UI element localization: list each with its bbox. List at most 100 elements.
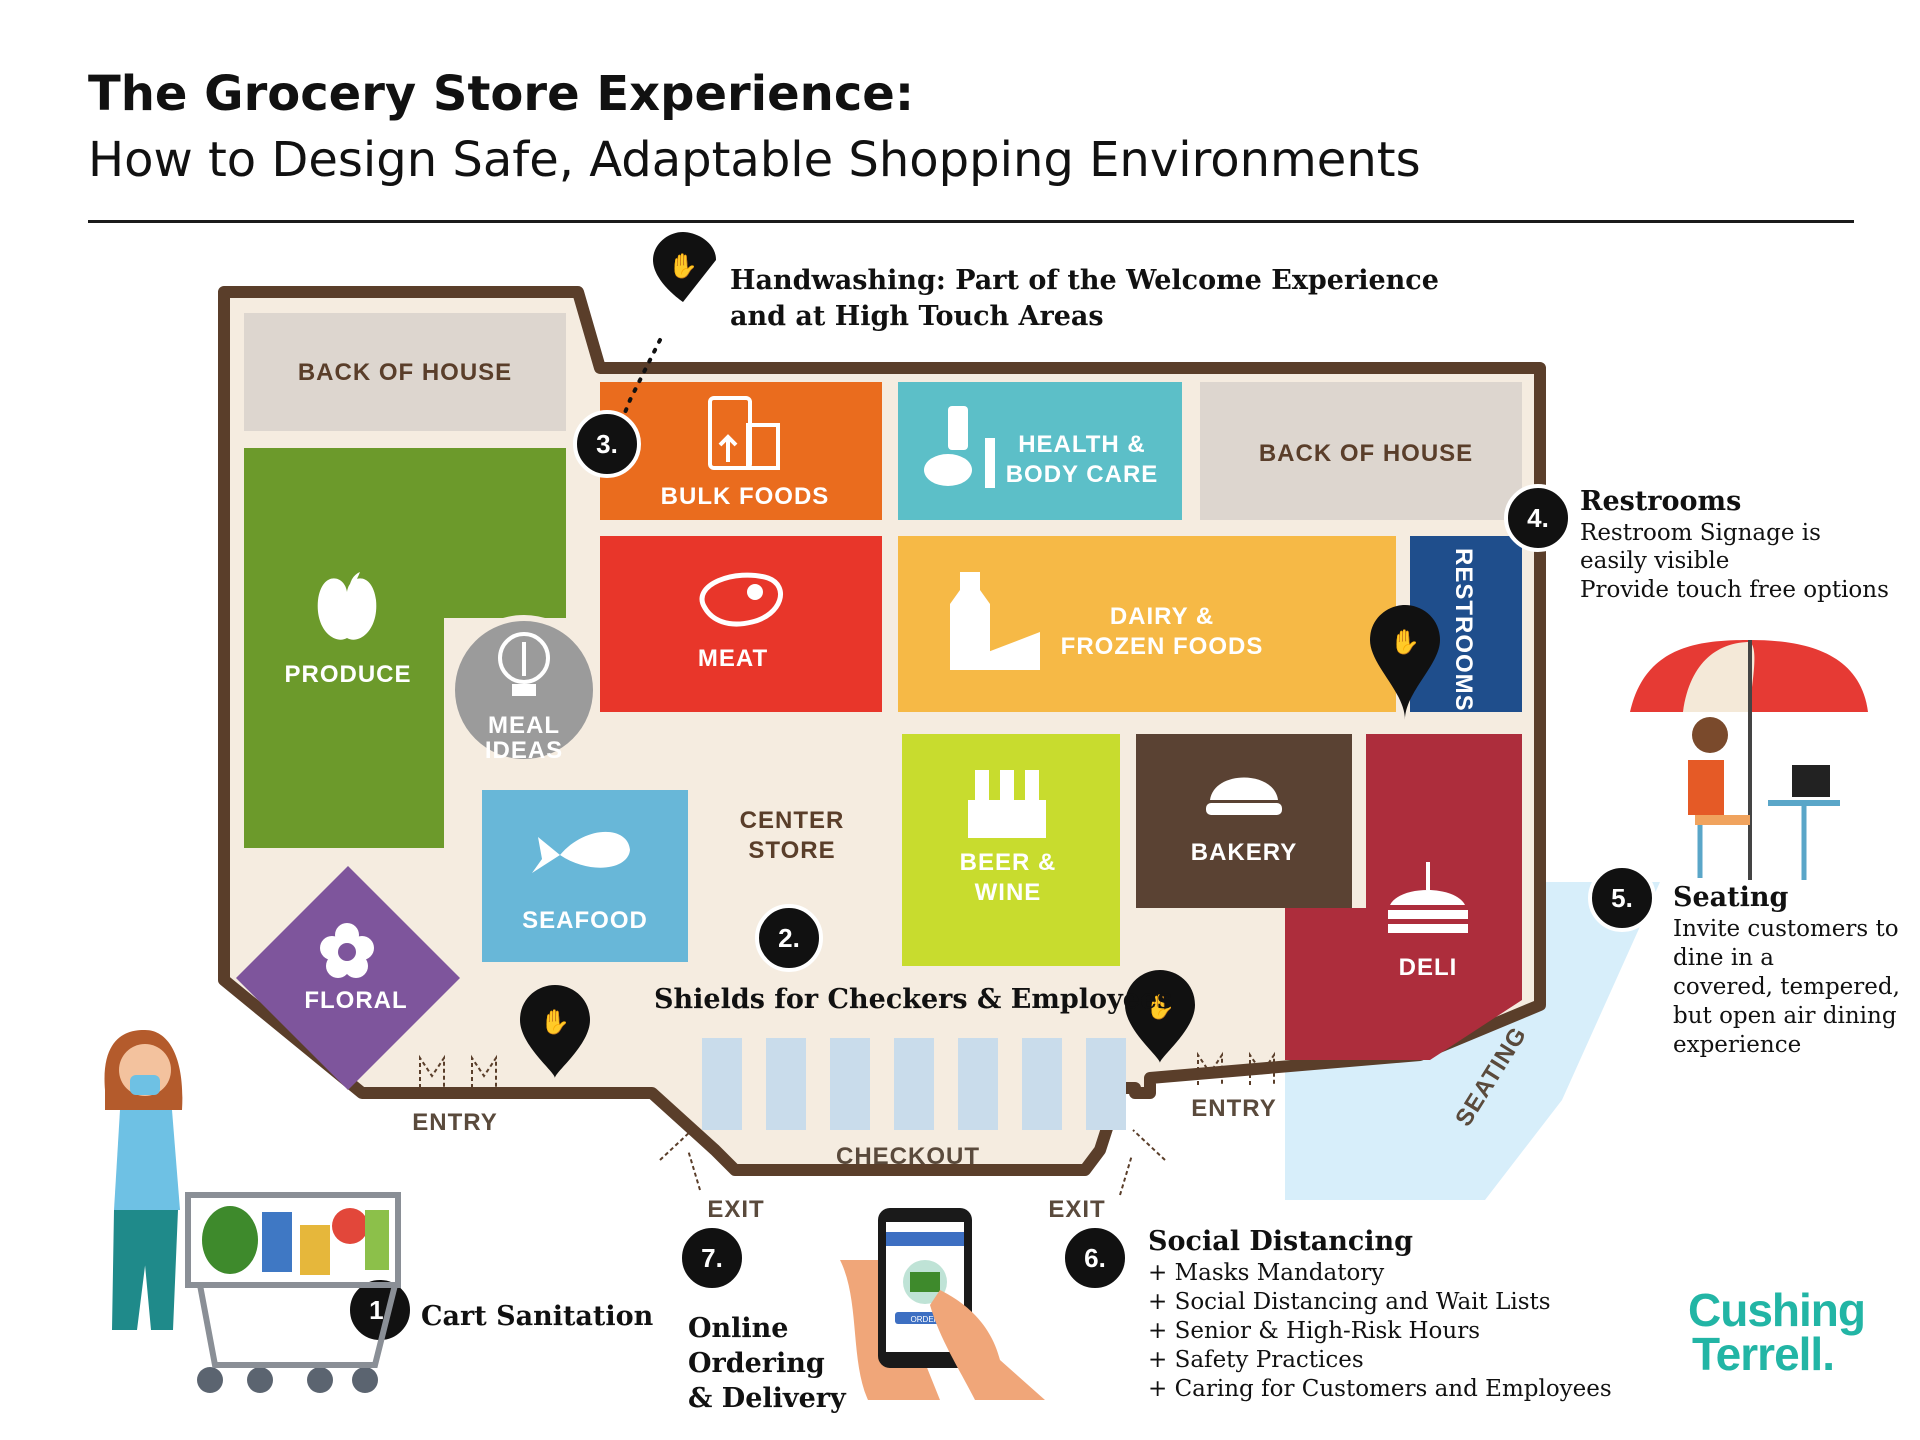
seating-area xyxy=(1285,882,1660,1200)
handwashing-leader xyxy=(618,338,662,427)
center-store-line1: CENTER xyxy=(740,807,845,834)
restrooms-line2: easily visible xyxy=(1580,548,1729,574)
social-item-4: + Safety Practices xyxy=(1148,1347,1364,1373)
marker-7-number: 7. xyxy=(701,1243,723,1273)
fish-icon xyxy=(532,831,630,873)
cart-sanitation-title: Cart Sanitation xyxy=(421,1301,654,1332)
beer-wine-line1: BEER & xyxy=(960,849,1057,876)
shields-title: Shields for Checkers & Employees xyxy=(654,984,1172,1015)
online-line3: & Delivery xyxy=(688,1383,847,1414)
bulk-foods-label: BULK FOODS xyxy=(661,483,830,510)
health-label-line1: HEALTH & xyxy=(1018,431,1146,458)
beer-wine-line2: WINE xyxy=(975,879,1042,906)
meat-label: MEAT xyxy=(698,645,768,672)
social-item-5: + Caring for Customers and Employees xyxy=(1148,1376,1612,1402)
marker-3-number: 3. xyxy=(596,429,618,459)
bulk-foods-zone xyxy=(600,382,882,520)
handwashing-title-line2: and at High Touch Areas xyxy=(730,301,1104,332)
produce-label: PRODUCE xyxy=(284,661,411,688)
health-label-line2: BODY CARE xyxy=(1006,461,1159,488)
hand-water-icon: ✋ xyxy=(540,1008,570,1036)
hand-water-icon: ✋ xyxy=(1145,993,1175,1021)
marker-6-number: 6. xyxy=(1084,1243,1106,1273)
marker-4-number: 4. xyxy=(1527,503,1549,533)
logo-line1: Cushing xyxy=(1688,1284,1866,1336)
header-divider xyxy=(88,220,1854,223)
handwashing-title-line1: Handwashing: Part of the Welcome Experie… xyxy=(730,265,1439,296)
meal-ideas-line2: IDEAS xyxy=(485,737,563,764)
seating-line3: covered, tempered, xyxy=(1673,974,1900,1000)
entry-left-label: ENTRY xyxy=(412,1109,497,1136)
health-body-care-zone xyxy=(898,382,1182,520)
hand-water-icon: ✋ xyxy=(1390,628,1420,656)
handwashing-pin-top: ✋ xyxy=(653,232,716,302)
apple-icon xyxy=(317,572,377,640)
lightbulb-fork-icon xyxy=(498,632,550,696)
exit-left-label: EXIT xyxy=(707,1196,764,1223)
online-line1: Online xyxy=(688,1313,788,1344)
dairy-label-line1: DAIRY & xyxy=(1110,603,1214,630)
seating-line4: but open air dining xyxy=(1673,1003,1897,1029)
meal-ideas-line1: MEAL xyxy=(488,712,560,739)
exit-door-right xyxy=(1119,1129,1166,1196)
back-of-house-left-label: BACK OF HOUSE xyxy=(298,359,512,386)
floral-zone xyxy=(236,866,460,1090)
seafood-zone xyxy=(482,790,688,962)
entry-right-label: ENTRY xyxy=(1191,1095,1276,1122)
seating-title: Seating xyxy=(1673,882,1789,913)
page-subtitle: How to Design Safe, Adaptable Shopping E… xyxy=(88,132,1421,188)
social-item-2: + Social Distancing and Wait Lists xyxy=(1148,1289,1551,1315)
bottles-icon xyxy=(968,770,1046,838)
back-of-house-right-label: BACK OF HOUSE xyxy=(1259,440,1473,467)
back-of-house-right xyxy=(1200,382,1522,520)
social-item-1: + Masks Mandatory xyxy=(1148,1260,1384,1286)
exit-right-label: EXIT xyxy=(1048,1196,1105,1223)
cushing-terrell-logo: Cushing Terrell. xyxy=(1688,1284,1866,1380)
entry-door-left xyxy=(419,1054,497,1088)
bakery-label: BAKERY xyxy=(1191,839,1297,866)
marker-4: 4. xyxy=(1504,484,1572,552)
checkout-lanes xyxy=(702,1038,1126,1130)
logo-line2: Terrell. xyxy=(1692,1328,1835,1380)
restrooms-line1: Restroom Signage is xyxy=(1580,520,1821,546)
shopper-with-cart-illustration xyxy=(104,1030,401,1393)
marker-2: 2. xyxy=(755,904,823,972)
marker-5-number: 5. xyxy=(1611,883,1633,913)
center-store-line2: STORE xyxy=(748,837,835,864)
checkout-label: CHECKOUT xyxy=(836,1143,980,1170)
floral-label: FLORAL xyxy=(304,987,407,1014)
seating-line2: dine in a xyxy=(1673,945,1774,971)
seating-line1: Invite customers to xyxy=(1673,916,1899,942)
online-line2: Ordering xyxy=(688,1348,825,1379)
phone-ordering-illustration: ORDER xyxy=(840,1208,1045,1400)
umbrella-diner-illustration xyxy=(1630,640,1868,880)
steak-icon xyxy=(699,572,783,627)
bulk-bags-icon xyxy=(708,396,780,470)
handwashing-pin-entry-left: ✋ xyxy=(520,985,590,1078)
sandwich-icon xyxy=(1388,862,1468,933)
marker-2-number: 2. xyxy=(778,923,800,953)
produce-zone xyxy=(244,448,566,848)
entry-door-right xyxy=(1197,1051,1275,1085)
marker-5: 5. xyxy=(1588,864,1656,932)
marker-6: 6. xyxy=(1061,1224,1129,1292)
restrooms-line3: Provide touch free options xyxy=(1580,577,1889,603)
bakery-zone xyxy=(1136,734,1352,908)
pie-icon xyxy=(1206,777,1282,815)
flower-icon xyxy=(320,923,374,978)
order-button: ORDER xyxy=(911,1315,940,1324)
social-item-3: + Senior & High-Risk Hours xyxy=(1148,1318,1480,1344)
restrooms-label: RESTROOMS xyxy=(1450,548,1477,712)
handwashing-pin-entry-right: ✋ xyxy=(1125,970,1195,1063)
exit-door-left xyxy=(659,1129,701,1191)
marker-7: 7. xyxy=(678,1224,746,1292)
handwashing-pin-restrooms: ✋ xyxy=(1370,605,1440,720)
back-of-house-left xyxy=(244,313,566,431)
hand-water-icon: ✋ xyxy=(668,252,698,280)
social-distancing-title: Social Distancing xyxy=(1148,1226,1413,1257)
milk-cheese-icon xyxy=(950,572,1040,670)
marker-3: 3. xyxy=(573,410,641,478)
restrooms-title: Restrooms xyxy=(1580,486,1741,517)
cosmetics-icon xyxy=(924,406,995,488)
